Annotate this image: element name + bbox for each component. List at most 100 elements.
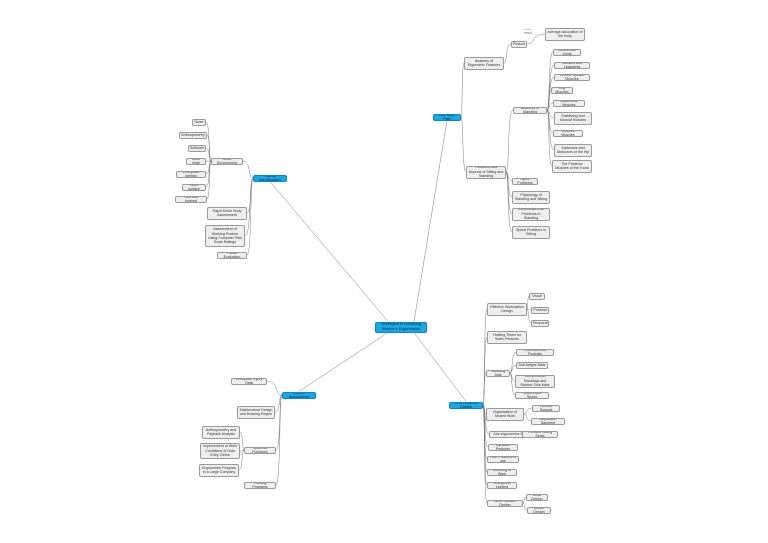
- edge-wsd-arm: [482, 404, 490, 435]
- node-footrest[interactable]: Footrests and Footrails: [516, 348, 554, 356]
- node-musc[interactable]: Musculoskeletal Problems in Standing: [512, 207, 550, 221]
- node-hazard[interactable]: Hazard Identification: [253, 174, 287, 182]
- node-wchair[interactable]: Work chair: [186, 157, 206, 165]
- edge-lbp-fund: [460, 116, 467, 173]
- node-noise[interactable]: Noise: [192, 118, 206, 126]
- node-fhrest[interactable]: Foot and footrest: [175, 195, 207, 203]
- node-pmt[interactable]: The Posterior Muscles of the Trunk: [552, 159, 592, 173]
- node-standwork[interactable]: Standing to Work: [487, 468, 517, 476]
- node-ergprog[interactable]: Ergonomics Program in a Large Company: [199, 463, 239, 477]
- edge-root-wsd: [413, 332, 467, 402]
- node-postur[interactable]: Posture: [511, 40, 527, 48]
- node-insoles[interactable]: Insoles and Shoes: [515, 391, 549, 399]
- node-fpeval[interactable]: Facial Evaluation: [217, 251, 247, 259]
- node-improv[interactable]: Improvement of Work Conditions of Data E…: [200, 443, 240, 459]
- node-is_a[interactable]: is the result: [524, 28, 532, 34]
- node-forward[interactable]: Forward Sitting Seats: [522, 430, 558, 438]
- node-sysfunc[interactable]: Systemic Functions: [244, 446, 276, 454]
- edge-standaids-insoles: [509, 372, 516, 396]
- node-ml[interactable]: Muscles and Ligaments: [554, 61, 590, 69]
- edge-office-fhrest: [206, 160, 212, 200]
- node-benchd[interactable]: Bench Design: [527, 506, 551, 514]
- node-bodyass[interactable]: Rapid Entire Body Assessment: [207, 206, 247, 220]
- node-lm[interactable]: Leg Muscles: [551, 86, 573, 94]
- node-maint[interactable]: Maintenance Design and Drawing Region: [237, 405, 275, 419]
- edge-fund-anst: [505, 109, 514, 173]
- node-anthrop[interactable]: Anthropometry and Payback Analysis: [202, 425, 240, 439]
- node-deskd[interactable]: Desk Design: [526, 493, 548, 501]
- node-visual[interactable]: Visual: [529, 292, 545, 300]
- edge-office-wsurf: [205, 160, 212, 188]
- edge-root-lbp: [413, 120, 448, 322]
- node-spine[interactable]: Spine Problems: [512, 177, 538, 185]
- edge-fund-spinal: [505, 171, 513, 233]
- node-lbp[interactable]: Low Back Pain: [433, 113, 461, 121]
- node-wposture[interactable]: Assessment of Working Posture Using Comp…: [205, 225, 245, 247]
- node-office[interactable]: Office Environment: [211, 157, 243, 165]
- edge-anst-abm: [546, 102, 554, 111]
- edge-standaids-antif: [509, 364, 517, 374]
- node-abm[interactable]: Abdominal Muscles: [553, 99, 585, 107]
- node-anat[interactable]: Anatomy of Ergonomic Features: [464, 56, 504, 70]
- edge-anst-aam: [546, 109, 555, 151]
- edge-root-hazard: [269, 181, 389, 322]
- edge-anst-sbm: [546, 109, 555, 119]
- node-sysap[interactable]: System Approaches: [282, 391, 316, 399]
- edge-wsd-wsdesign: [482, 404, 488, 504]
- node-compress[interactable]: Compression Stockings and Rubber-Sole Ma…: [515, 374, 555, 388]
- edge-root-sysap: [298, 332, 389, 392]
- node-effwork[interactable]: Effective Workstation Design: [487, 302, 527, 316]
- edge-orgsw-lumbar: [523, 407, 533, 415]
- node-phys[interactable]: Physiology of Standing and Sitting: [512, 190, 550, 204]
- edge-anst-pmt: [546, 109, 553, 167]
- edge-office-noise: [205, 121, 212, 162]
- edge-office-anthro: [206, 134, 212, 162]
- edge-sysap-sysfunc: [275, 394, 283, 451]
- node-wsurf[interactable]: Work surface: [182, 183, 206, 191]
- node-standaids[interactable]: Standing Aids: [486, 369, 510, 377]
- edge-lbp-anat: [460, 62, 465, 118]
- edge-anst-lm: [546, 89, 552, 111]
- node-sbm[interactable]: Stabilizing and Manual Muscles: [554, 111, 592, 125]
- node-wsd[interactable]: Work Station Design: [449, 401, 483, 409]
- edge-wsdesign-deskd: [522, 496, 527, 504]
- edge-effwork-visual: [526, 295, 530, 310]
- node-aver[interactable]: average calculation of the body: [545, 27, 585, 41]
- node-anthro[interactable]: Anthropometry: [179, 131, 207, 139]
- edge-hazard-office: [242, 160, 254, 179]
- edge-sysap-training: [275, 394, 283, 486]
- edge-sysap-injury: [266, 380, 283, 396]
- edge-postur-aver: [526, 33, 546, 45]
- edge-standaids-footrest: [509, 351, 517, 374]
- edge-hazard-wposture: [244, 177, 254, 237]
- node-poorpost[interactable]: Poor Postures in use: [487, 455, 519, 463]
- node-anst[interactable]: Anatomy of Standing: [513, 106, 547, 114]
- edge-anat-postur: [503, 43, 512, 64]
- node-bj[interactable]: Bones and Joints: [553, 48, 581, 56]
- node-training[interactable]: Training Programs: [244, 481, 276, 489]
- node-wsdesign[interactable]: Work Surface Design: [487, 499, 523, 507]
- edge-office-softw: [205, 147, 212, 162]
- node-adjchair[interactable]: Adjustable Backrest: [531, 417, 565, 425]
- node-es[interactable]: Erector Spinae Muscles: [554, 73, 590, 81]
- node-root[interactable]: Strategies to Reducing Worker's Ergonomi…: [375, 321, 427, 333]
- node-postural[interactable]: Postural: [531, 306, 549, 314]
- node-spinal[interactable]: Spinal Problems in Sitting: [512, 225, 550, 239]
- node-sitstand[interactable]: Sitting and Lighting: [487, 481, 517, 489]
- node-orgsw[interactable]: Organization of Seated Work: [486, 407, 524, 421]
- node-antif[interactable]: Anti-fatigue Mats: [516, 361, 548, 369]
- node-aam[interactable]: Adductors and Abductors of the Hip: [554, 143, 592, 157]
- node-gm[interactable]: Gluteus Muscles: [553, 129, 583, 137]
- node-injury[interactable]: Workplace Injury Data: [231, 377, 267, 385]
- edge-hazard-fpeval: [246, 177, 254, 256]
- node-wlight[interactable]: Workplace lighting: [176, 170, 206, 178]
- node-fund[interactable]: Fundamentals Aspects of Sitting and Stan…: [466, 165, 506, 179]
- node-holding[interactable]: Holding Times for Static Postures: [487, 330, 527, 344]
- node-softw[interactable]: Software: [188, 144, 206, 152]
- node-dynamic[interactable]: Dynamic Postures: [488, 443, 518, 451]
- edge-sysap-maint: [274, 394, 283, 413]
- node-temporal[interactable]: Temporal: [531, 319, 549, 327]
- node-lumbar[interactable]: Lumbar Support: [532, 404, 560, 412]
